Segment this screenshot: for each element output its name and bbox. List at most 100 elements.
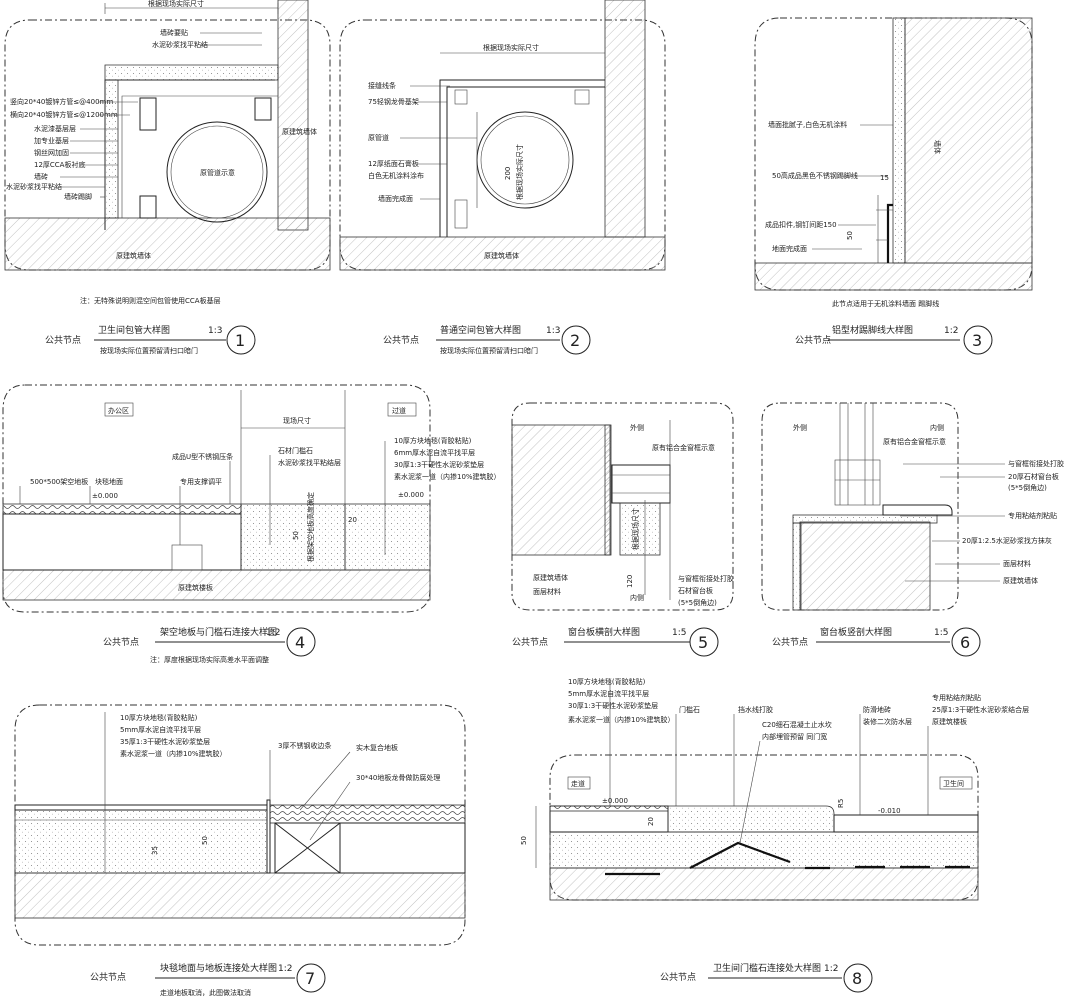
detail-3-prefix: 公共节点 [795,335,831,346]
detail-5-tag-in: 内侧 [630,593,644,602]
detail-3-dim: 50 [846,231,854,240]
detail-4-prefix: 公共节点 [103,637,139,648]
detail-4-label: 块毯地面 [95,477,123,486]
detail-8-label-r: 装修二次防水层 [863,717,912,726]
detail-1-wall-bottom [4,217,331,271]
detail-3-label: 50高成品黑色不锈钢踢脚线 [772,171,858,180]
detail-1-board-layer [104,64,279,219]
detail-5-label: 石材窗台板 [678,586,713,595]
detail-1-label: 墙砖要贴 [160,28,188,37]
detail-8-elev-left: ±0.000 [602,797,628,805]
detail-1-label: 加专业基层 [34,136,69,145]
detail-7-frame [14,704,466,946]
detail-4-label: 10厚方块地毯(背胶粘贴) [394,436,472,445]
detail-3-label: 墙面批腻子,白色无机涂料 [768,120,847,129]
detail-7-dim: 50 [201,836,209,845]
detail-7: 10厚方块地毯(背胶粘贴) 5mm厚水泥自流平找平层 35厚1:3干硬性水泥砂浆… [14,704,466,997]
detail-1-label: 钢丝网加固 [34,148,69,157]
detail-4-label: 素水泥浆一道（内掺10%建筑胶） [394,472,501,481]
detail-2-sub: 按现场实际位置预留清扫口暗门 [440,346,538,355]
detail-6-label: 原有铝合金窗框示意 [883,437,946,446]
detail-6-tag-out: 外侧 [793,423,807,432]
detail-7-slab [14,872,466,919]
detail-2-label: 白色无机涂料涂布 [368,171,424,180]
detail-7-label: 30*40地板龙骨做防腐处理 [356,773,440,782]
detail-8-threshold [667,805,835,833]
detail-3-wall-label: 墙体 [933,140,942,154]
detail-4: 办公区 过道 现场尺寸 500*500架空地板 块毯地面 专用支撑调平 成品U型… [2,384,501,664]
detail-5-label: 与窗框衔接处打胶 [678,574,734,583]
detail-4-label: 30厚1:3干硬性水泥砂浆垫层 [394,460,484,469]
detail-1-label: 竖向20*40镀锌方管≤@400mm [10,97,113,106]
detail-8-label-l: 素水泥浆一道（内掺10%建筑胶） [568,715,675,724]
detail-1-pipe [166,121,268,223]
detail-2: 根据现场实际尺寸 接缝线条 75轻钢龙骨基架 原管道 12厚纸面石膏板 白色无机… [339,0,666,355]
detail-2-title: 普通空间包管大样图 [440,324,521,336]
detail-2-wall-bottom-label: 原建筑墙体 [484,251,519,260]
detail-8-prefix: 公共节点 [660,972,696,983]
detail-5-number: 5 [698,633,708,652]
detail-8-screed [549,831,979,869]
detail-1-title: 卫生间包管大样图 [98,324,170,336]
detail-7-scale: 1:2 [278,964,292,974]
detail-4-label: 成品U型不锈钢压条 [172,452,233,461]
detail-3-label: 地面完成面 [772,244,807,253]
detail-4-dim: 50 [292,531,300,540]
detail-2-label: 75轻钢龙骨基架 [368,97,419,106]
detail-4-tag-left: 办公区 [108,406,129,415]
detail-5-scale: 1:5 [672,628,686,638]
detail-2-wall-right [604,0,646,238]
detail-2-wall-bottom [339,236,666,271]
detail-4-dim: 20 [348,516,357,524]
detail-6-label: 专用粘结剂粘贴 [1008,511,1057,520]
detail-2-pipe [476,111,574,209]
detail-6-label: (5*5倒角边) [1008,483,1047,492]
detail-1-wall-bottom-label: 原建筑墙体 [116,251,151,260]
detail-1-top-dim: 根据现场实际尺寸 [148,0,204,8]
detail-8-dim: 50 [520,836,528,845]
detail-7-prefix: 公共节点 [90,972,126,983]
detail-6-tag-in: 内侧 [930,423,944,432]
detail-1-prefix: 公共节点 [45,335,81,346]
detail-7-number: 7 [305,969,315,988]
detail-4-frame [2,384,431,613]
detail-4-label: 6mm厚水泥自流平找平层 [394,448,475,457]
detail-6-wall [799,521,931,611]
detail-6-title: 窗台板竖剖大样图 [820,626,892,638]
detail-4-scale: 1:2 [266,628,280,638]
detail-4-dim: 根据架空地板高度确定 [306,492,315,562]
detail-2-label: 12厚纸面石膏板 [368,159,419,168]
detail-1-label: 横向20*40镀锌方管≤@1200mm [10,110,118,119]
detail-1-label: 水泥漆基层层 [34,124,76,133]
detail-8-title: 卫生间门槛石连接处大样图 [713,962,821,974]
detail-8-label-m: C20细石混凝土止水坎 [762,720,832,729]
detail-8-number: 8 [852,969,862,988]
detail-6-prefix: 公共节点 [772,637,808,648]
detail-1-wall-right [277,0,309,231]
detail-5-wall [511,424,611,556]
detail-5-prefix: 公共节点 [512,637,548,648]
detail-3-dim: 15 [880,174,889,182]
detail-3-label: 成品扣件,钢钉间距150 [765,220,837,229]
detail-6-label: 与窗框衔接处打胶 [1008,459,1064,468]
detail-8-dim: 20 [647,817,655,826]
detail-4-carpet [2,503,242,515]
detail-6-label: 20厚1:2.5水泥砂浆找方抹灰 [962,536,1052,545]
detail-1: 根据现场实际尺寸 墙砖要贴 水泥砂浆找平粘结 竖向20*40镀锌方管≤@400m… [4,0,331,355]
detail-4-number: 4 [295,633,305,652]
detail-7-label: 35厚1:3干硬性水泥砂浆垫层 [120,737,210,746]
detail-8-label-r: 防滑地砖 [863,705,891,714]
detail-5: 外侧 内侧 原有铝合金窗框示意 原建筑墙体 面层材料 与窗框衔接处打胶 石材窗台… [511,402,734,657]
detail-8-dim: R5 [837,799,845,808]
detail-1-label: 12厚CCA板衬底 [34,160,85,169]
detail-7-label: 实木复合地板 [356,743,398,752]
detail-3-plaster [892,17,906,264]
detail-4-slab [2,569,431,601]
detail-5-label: (5*5倒角边) [678,598,717,607]
detail-5-dim: 120 [626,575,634,588]
detail-7-label: 10厚方块地毯(背胶粘贴) [120,713,198,722]
detail-4-label: 水泥砂浆找平粘结层 [278,458,341,467]
detail-8-label-m: 内部埋管预留 同门宽 [762,732,827,741]
detail-7-wood-floor [269,804,466,824]
